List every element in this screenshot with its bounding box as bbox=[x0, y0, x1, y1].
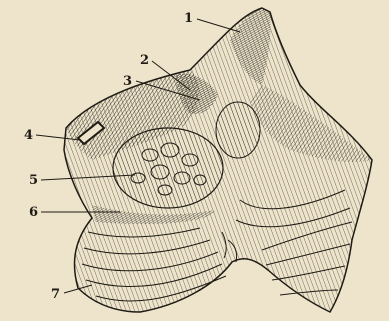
callout-label-5: 5 bbox=[29, 173, 38, 188]
callout-label-3: 3 bbox=[123, 74, 132, 89]
callout-label-7: 7 bbox=[51, 287, 60, 302]
right-oval-body bbox=[216, 102, 260, 158]
callout-label-1: 1 bbox=[184, 11, 193, 26]
callout-label-2: 2 bbox=[140, 53, 149, 68]
callout-label-6: 6 bbox=[29, 205, 38, 220]
callout-label-4: 4 bbox=[24, 128, 33, 143]
